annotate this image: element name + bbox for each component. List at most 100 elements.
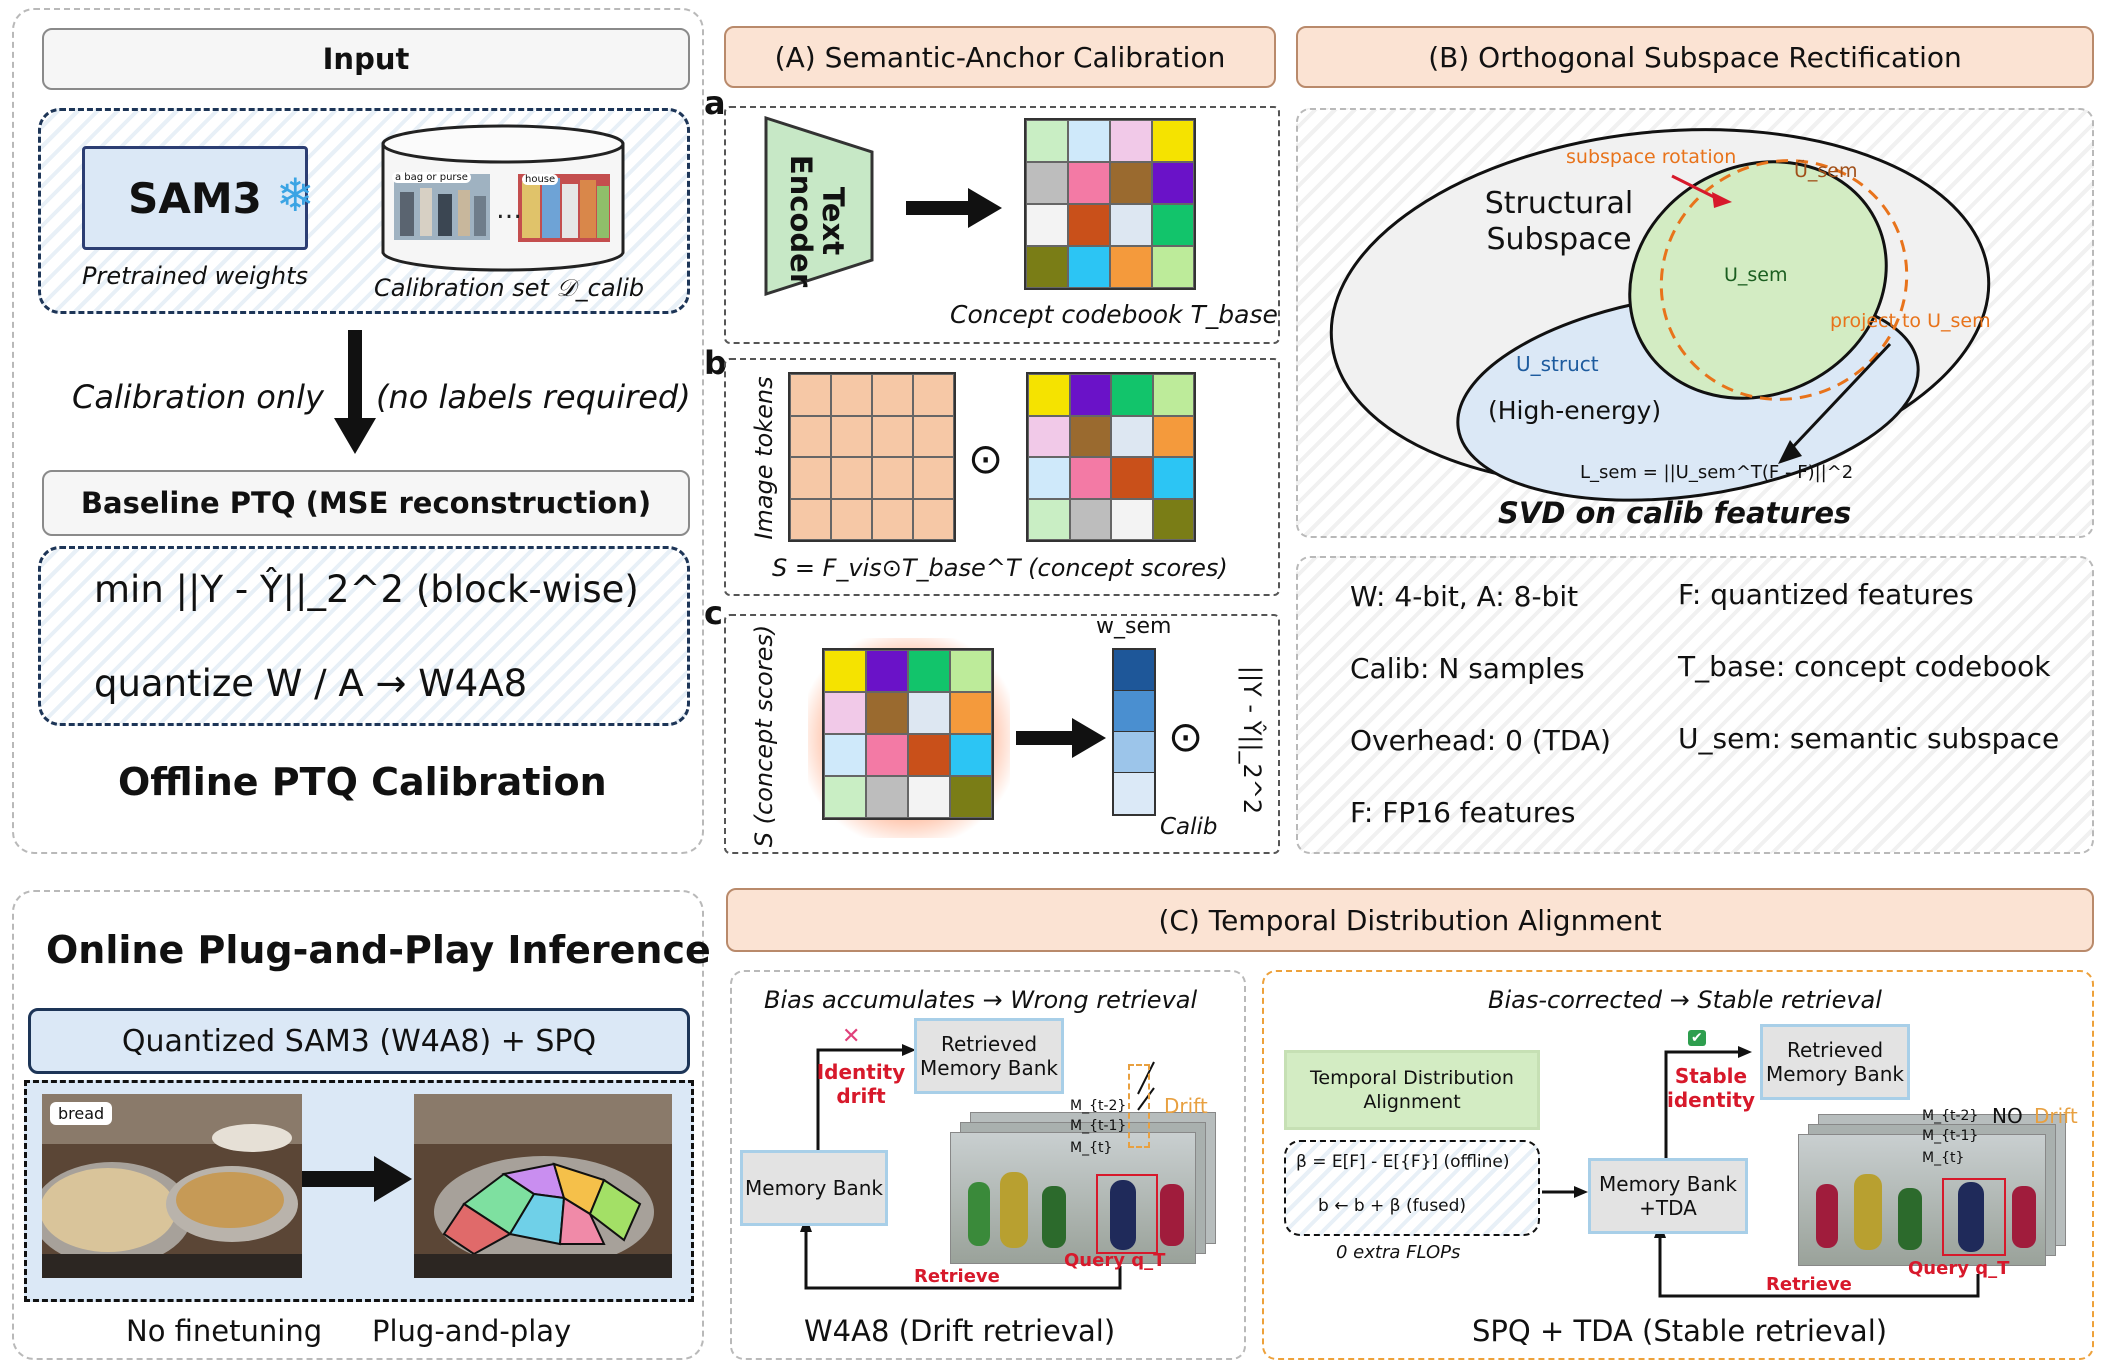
drift-label: Drift [1164,1094,1208,1118]
loss-vertical-label: ||Y - Ŷ||_2^2 [1238,665,1266,815]
sub-panel-c [724,614,1280,854]
pretrained-weights-label: Pretrained weights [82,262,309,290]
scores-caption: S = F_vis⊙T_base^T (concept scores) [772,554,1228,582]
tda-formula-box [1284,1140,1540,1236]
online-title: Online Plug-and-Play Inference [46,928,711,972]
input-header: Input [42,28,690,90]
retrieve-label-right: Retrieve [1766,1274,1852,1295]
section-b-header: (B) Orthogonal Subspace Rectification [1296,26,2094,88]
memory-bank-left: Memory Bank [740,1150,888,1226]
formula-quantize: quantize W / A → W4A8 [94,662,528,705]
legend-item-tbase: T_base: concept codebook [1678,650,2051,683]
image-tokens-grid [788,372,956,542]
photo-tag-bag: a bag or purse [392,172,471,183]
label-a: a [704,84,726,122]
sub-panel-a [724,106,1280,344]
project-label: project to U_sem [1830,310,1991,332]
calibration-set-cylinder: … [381,124,625,272]
formula-box [38,546,690,726]
legend-item-wa: W: 4-bit, A: 8-bit [1350,580,1579,613]
right-caption: Bias-corrected → Stable retrieval [1488,986,1882,1014]
calibration-set-label: Calibration set 𝒟_calib [374,274,645,302]
m-t2-left: M_{t-2} [1070,1098,1127,1114]
memory-bank-tda: Memory Bank +TDA [1588,1158,1748,1234]
text-encoder-shape [764,116,874,296]
odot-icon-b: ⊙ [968,434,1004,483]
fused-formula: b ← b + β (fused) [1318,1196,1467,1216]
svd-label: SVD on calib features [1498,496,1852,530]
m-t2-right: M_{t-2} [1922,1108,1979,1124]
label-b: b [704,344,727,382]
legend-item-usem: U_sem: semantic subspace [1678,722,2060,755]
bread-photo-segmented [414,1094,672,1278]
drift-label-right: Drift [2034,1104,2078,1128]
no-finetuning-label: No finetuning [126,1314,323,1348]
m-t1-left: M_{t-1} [1070,1118,1127,1134]
m-t-right: M_{t} [1922,1150,1965,1166]
stable-flow-arrows [1542,1046,1980,1298]
stable-identity-label: Stable identity [1667,1064,1755,1112]
legend-item-calib: Calib: N samples [1350,652,1585,685]
retrieved-memory-bank-right: Retrieved Memory Bank [1760,1024,1910,1100]
photo-tag-house: house [522,174,559,185]
sam3-label: SAM3 [128,173,262,223]
baseline-header: Baseline PTQ (MSE reconstruction) [42,470,690,536]
left-title: W4A8 (Drift retrieval) [804,1314,1116,1348]
no-labels-label: (no labels required) [376,378,691,416]
tda-box: Temporal Distribution Alignment [1284,1050,1540,1130]
label-c: c [704,594,723,632]
text-encoder-label: Text Encoder [784,154,850,288]
calibration-only-label: Calibration only [72,378,324,416]
plug-and-play-label: Plug-and-play [372,1314,572,1348]
section-a-header: (A) Semantic-Anchor Calibration [724,26,1276,88]
m-t-left: M_{t} [1070,1140,1113,1156]
m-t1-right: M_{t-1} [1922,1128,1979,1144]
video-frame-stack-right [1798,1114,2066,1266]
sam3-box: SAM3 [82,146,308,250]
down-arrow-icon [334,330,376,454]
no-label: NO [1992,1104,2023,1128]
left-caption: Bias accumulates → Wrong retrieval [764,986,1198,1014]
bread-tag: bread [50,1102,113,1125]
legend-item-f-fp16: F: FP16 features [1350,796,1576,829]
subspace-diagram [1329,128,1991,502]
legend-panel [1296,556,2094,854]
retrieved-memory-bank-left: Retrieved Memory Bank [914,1018,1064,1094]
drift-dashed-box [1128,1064,1150,1148]
formula-mse: min ||Y - Ŷ||_2^2 (block-wise) [94,568,639,611]
u-struct-label: U_struct [1516,352,1599,376]
image-tokens-label: Image tokens [750,376,778,540]
u-sem-prime-label: Ũ_sem [1794,160,1858,182]
identity-drift-label: Identity drift [816,1060,906,1108]
snowflake-icon: ❄ [276,168,315,222]
subspace-rotation-label: subspace rotation [1566,146,1737,168]
codebook-grid [1024,118,1196,290]
query-label-left: Query q_T [1064,1250,1166,1271]
cross-icon: ✕ [842,1024,861,1049]
arrow-right-icon [906,188,1002,228]
offline-title: Offline PTQ Calibration [118,760,607,804]
beta-formula: β = E[F] - E[{F}] (offline) [1296,1152,1510,1172]
arrow-right-icon-online [302,1156,412,1202]
arrow-right-icon-c [1016,718,1106,758]
query-label-right: Query q_T [1908,1258,2010,1279]
calib-label: Calib [1160,814,1218,840]
u-sem-label: U_sem [1724,264,1788,286]
codebook-caption: Concept codebook T_base [950,300,1278,329]
svg-text:…: … [496,195,522,225]
concept-scores-label: S (concept scores) [750,624,778,848]
extra-flops-label: 0 extra FLOPs [1336,1242,1461,1263]
odot-icon-c: ⊙ [1168,712,1204,761]
section-c-header: (C) Temporal Distribution Alignment [726,888,2094,952]
w-sem-vector [1112,648,1156,816]
quant-header: Quantized SAM3 (W4A8) + SPQ [28,1008,690,1074]
loss-label: L_sem = ||U_sem^T(F - F)||^2 [1580,462,1854,483]
codebook-grid-transposed [1026,372,1196,542]
structural-subspace-label: Structural Subspace [1484,186,1634,257]
w-sem-label: w_sem [1096,614,1172,639]
legend-item-overhead: Overhead: 0 (TDA) [1350,724,1611,757]
high-energy-label: (High-energy) [1488,396,1662,425]
retrieve-label-left: Retrieve [914,1266,1000,1287]
check-icon: ✔ [1688,1030,1706,1046]
video-frame-stack-left [950,1112,1216,1264]
